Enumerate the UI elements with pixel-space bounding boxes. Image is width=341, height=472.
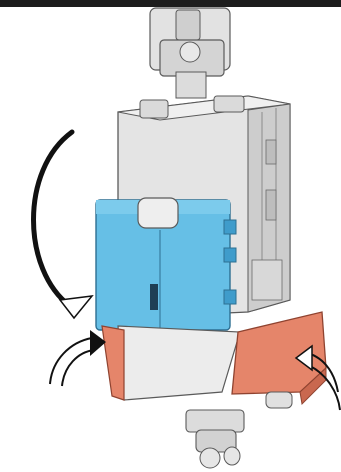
blue-panel: [96, 198, 236, 330]
lower-gray-parts: [186, 410, 244, 468]
upper-gray-part: [150, 8, 230, 98]
curved-rotate-arrow-left-icon: [34, 132, 93, 318]
curved-arrow-lower-left-icon: [50, 330, 106, 386]
lower-gray-wedge: [118, 326, 240, 400]
orange-panel-left: [102, 326, 124, 400]
